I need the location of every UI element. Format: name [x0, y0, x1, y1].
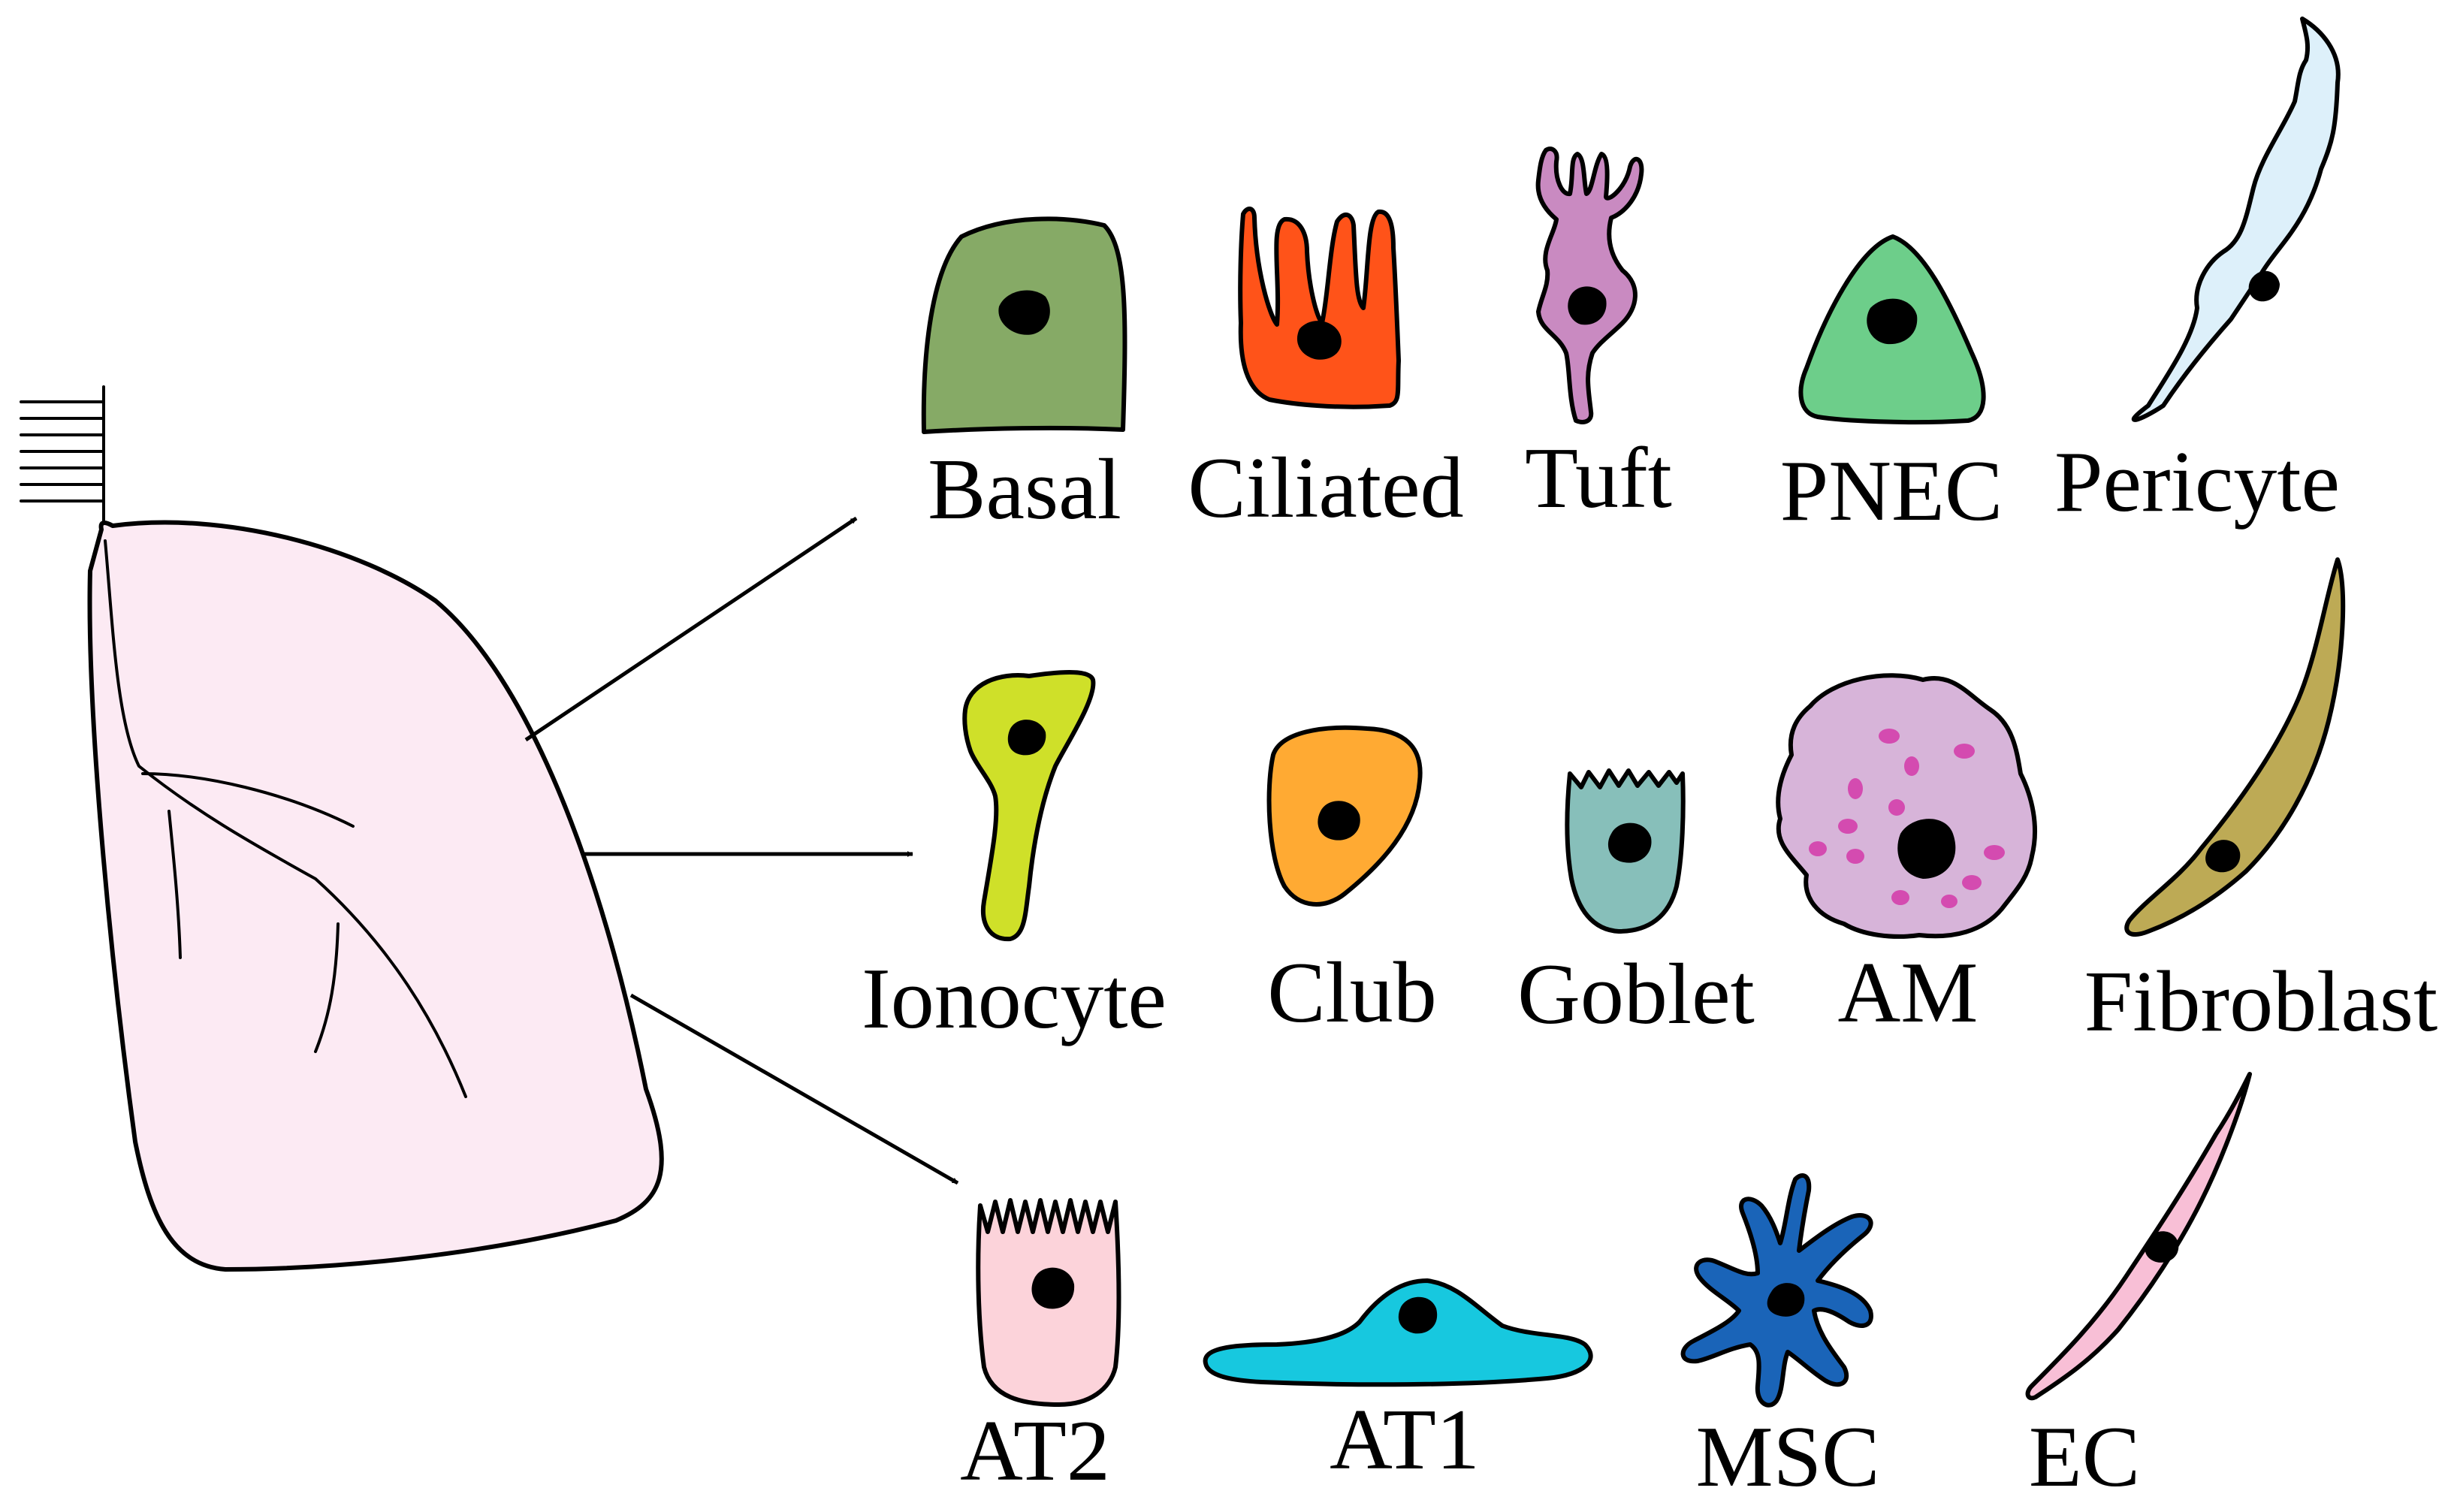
nucleus-icon — [1031, 1267, 1075, 1309]
nucleus-icon — [2205, 840, 2241, 873]
cell-label: PNEC — [1780, 443, 2003, 539]
cell-label: Basal — [928, 442, 1121, 538]
cell-label: AT2 — [960, 1403, 1110, 1499]
cell-goblet: Goblet — [1517, 768, 1755, 1043]
nucleus-icon — [1607, 822, 1652, 863]
arrow-to-row-3 — [629, 993, 959, 1185]
cell-am: AM — [1776, 673, 2038, 1041]
nucleus-icon — [1568, 286, 1607, 325]
trachea-icon — [20, 385, 105, 527]
at1-cell-icon — [1203, 1278, 1593, 1387]
cell-at2: AT2 — [960, 1198, 1121, 1499]
cell-label: Tuft — [1525, 430, 1672, 527]
cell-label: Fibroblast — [2084, 954, 2437, 1050]
nucleus-icon — [1007, 720, 1046, 756]
nucleus-icon — [1867, 298, 1918, 345]
cell-basal: Basal — [921, 216, 1127, 538]
cell-msc: MSC — [1680, 1173, 1880, 1505]
cell-label: EC — [2029, 1409, 2140, 1505]
nucleus-icon — [1398, 1296, 1438, 1334]
cell-club: Club — [1266, 725, 1437, 1041]
cell-label: Club — [1267, 945, 1437, 1041]
ionocyte-cell-icon — [962, 670, 1096, 942]
cell-label: Pericyte — [2054, 434, 2340, 530]
cell-label: MSC — [1695, 1409, 1879, 1505]
cell-label: Goblet — [1517, 946, 1755, 1043]
nucleus-icon — [2145, 1231, 2179, 1263]
ciliated-cell-icon — [1238, 207, 1401, 409]
cell-label: AM — [1838, 945, 1979, 1041]
cell-pnec: PNEC — [1780, 234, 2003, 539]
am-granules — [1809, 729, 2005, 908]
arrow-to-row-1 — [524, 516, 858, 742]
cell-ciliated: Ciliated — [1188, 207, 1464, 536]
bronchial-tree-icon — [104, 539, 467, 1098]
cell-label: AT1 — [1330, 1392, 1480, 1488]
nucleus-icon — [1318, 801, 1360, 841]
cell-tuft: Tuft — [1525, 146, 1672, 527]
arrows — [524, 516, 959, 1185]
lung-lobe-icon — [87, 520, 664, 1272]
fibroblast-cell-icon — [2124, 557, 2346, 937]
cell-pericyte: Pericyte — [2054, 17, 2341, 530]
nucleus-icon — [998, 290, 1050, 335]
nucleus-icon — [1296, 321, 1342, 360]
cell-fibroblast: Fibroblast — [2084, 557, 2437, 1050]
cell-at1: AT1 — [1203, 1278, 1593, 1488]
nucleus-icon — [1767, 1283, 1805, 1317]
am-cell-icon — [1776, 673, 2038, 939]
cell-ionocyte: Ionocyte — [862, 670, 1167, 1047]
tuft-cell-icon — [1535, 146, 1644, 424]
cell-ec: EC — [2025, 1072, 2252, 1505]
pericyte-cell-icon — [2131, 17, 2341, 422]
cell-label: Ionocyte — [862, 951, 1167, 1047]
nucleus-icon — [1897, 819, 1956, 879]
lung-illustration — [20, 385, 664, 1272]
ec-cell-icon — [2025, 1072, 2252, 1401]
cell-label: Ciliated — [1188, 440, 1463, 536]
nucleus-icon — [2248, 270, 2280, 302]
